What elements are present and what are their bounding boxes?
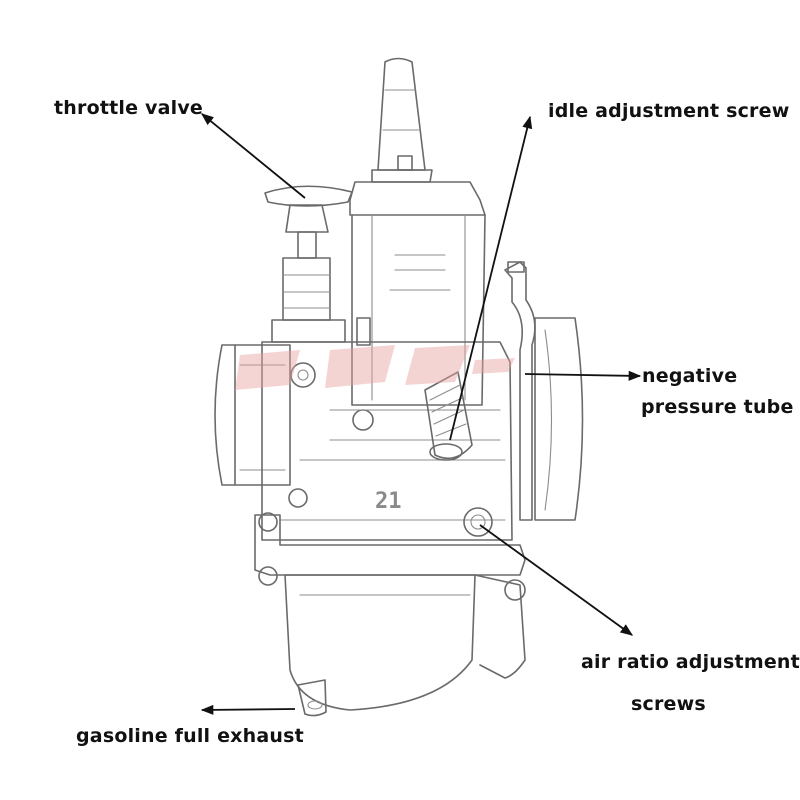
air-ratio-label-line2: screws [631,693,706,715]
air-ratio-label-line1: air ratio adjustment [581,651,800,673]
air-ratio-arrow [479,524,634,636]
negative-pressure-tube-label-line1: negative [642,365,738,387]
idle-adjustment-screw-label: idle adjustment screw [548,100,790,122]
gasoline-full-exhaust-label: gasoline full exhaust [76,725,304,747]
idle-screw-arrow [449,115,533,441]
gasoline-exhaust-arrow [200,704,296,715]
watermark-logo [235,345,515,390]
negative-pressure-tube-label-line2: pressure tube [641,396,794,418]
pressure-tube-arrow [524,370,642,381]
body-marking-text: 21 [375,489,402,514]
carburetor-sketch-icon: 21 [214,57,584,717]
throttle-valve-arrow [201,113,306,199]
throttle-valve-label: throttle valve [54,97,204,119]
